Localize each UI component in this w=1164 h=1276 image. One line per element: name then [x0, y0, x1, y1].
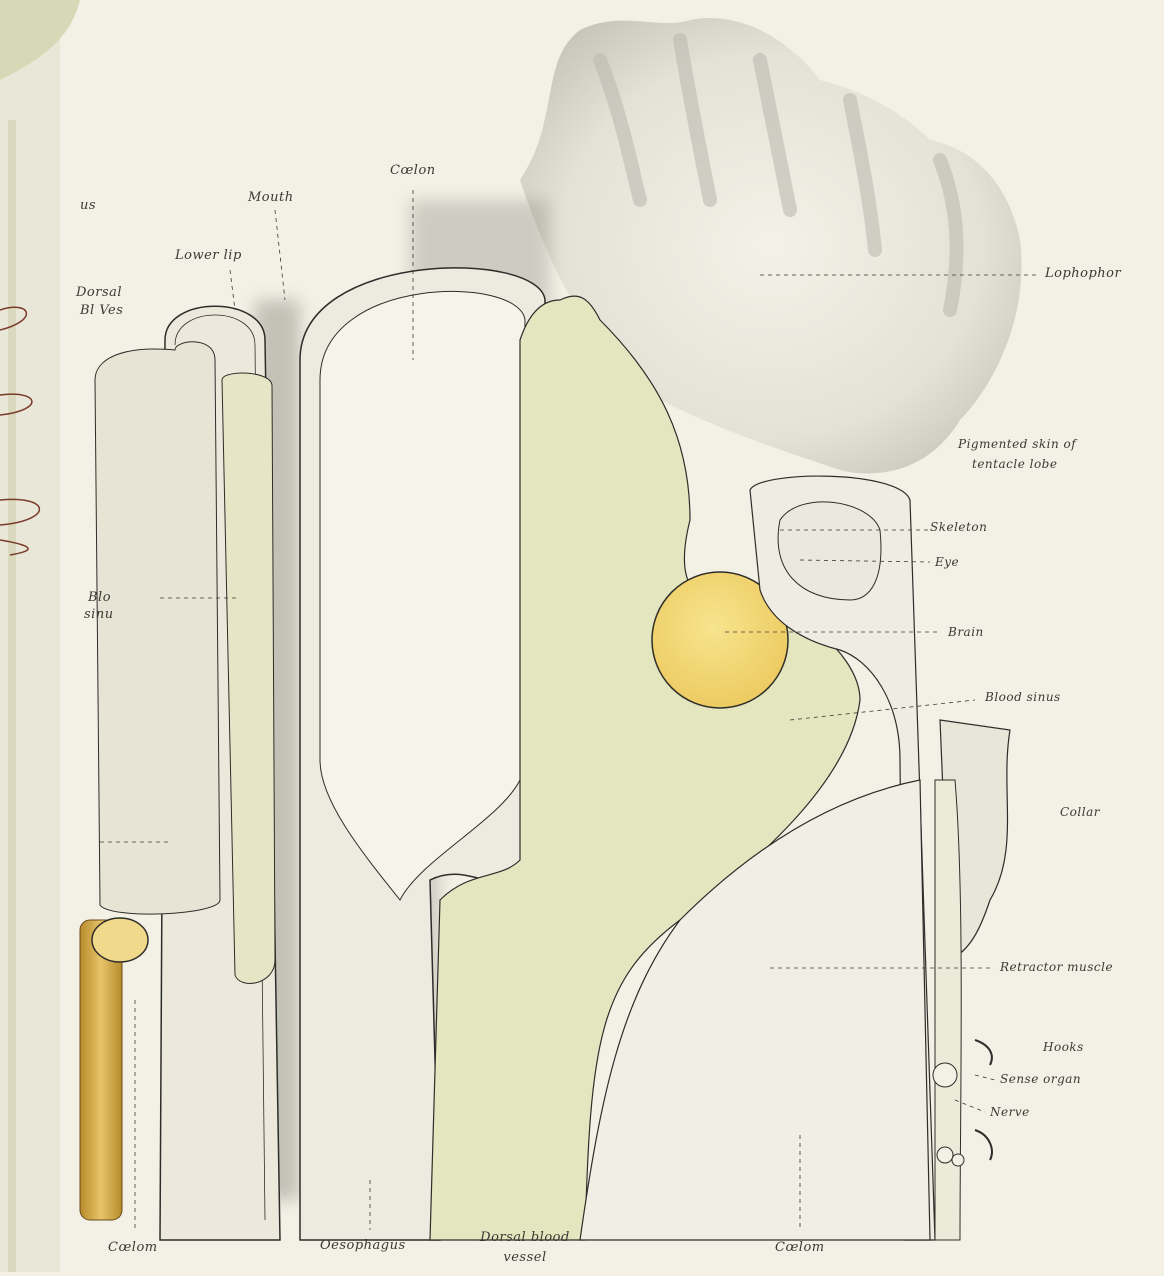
label-dorsal-blood-vessel-1: Dorsal blood — [465, 1230, 585, 1245]
label-dorsal-blood-vessel-2: vessel — [465, 1250, 585, 1265]
label-dorsal-bl-ves-2: Bl Ves — [80, 303, 123, 318]
label-coelom-top: Cœlon — [390, 163, 436, 178]
label-sense-organ: Sense organ — [1000, 1072, 1081, 1086]
label-lower-lip: Lower lip — [175, 248, 242, 263]
label-mouth: Mouth — [248, 190, 294, 205]
label-pigmented-skin-1: Pigmented skin of — [958, 437, 1076, 451]
label-pigmented-skin-2: tentacle lobe — [972, 457, 1057, 471]
label-nerve: Nerve — [990, 1105, 1030, 1119]
label-eye: Eye — [935, 555, 959, 569]
label-blood-sinus-1: Blo — [88, 590, 111, 605]
label-collar: Collar — [1060, 805, 1100, 819]
label-lophophor: Lophophor — [1045, 266, 1121, 281]
label-oesophagus: Oesophagus — [320, 1238, 406, 1253]
label-brain: Brain — [948, 625, 984, 639]
label-left-fragment: us — [80, 198, 96, 213]
label-coelom-bottom-left: Cœlom — [108, 1240, 158, 1255]
label-coelom-bottom-right: Cœlom — [775, 1240, 825, 1255]
label-skeleton: Skeleton — [930, 520, 987, 534]
label-dorsal-bl-ves-1: Dorsal — [76, 285, 122, 300]
label-blood-sinus-right: Blood sinus — [985, 690, 1061, 704]
label-retractor-muscle: Retractor muscle — [1000, 960, 1113, 974]
label-blood-sinus-2: sinu — [84, 607, 114, 622]
label-hooks: Hooks — [1043, 1040, 1084, 1054]
